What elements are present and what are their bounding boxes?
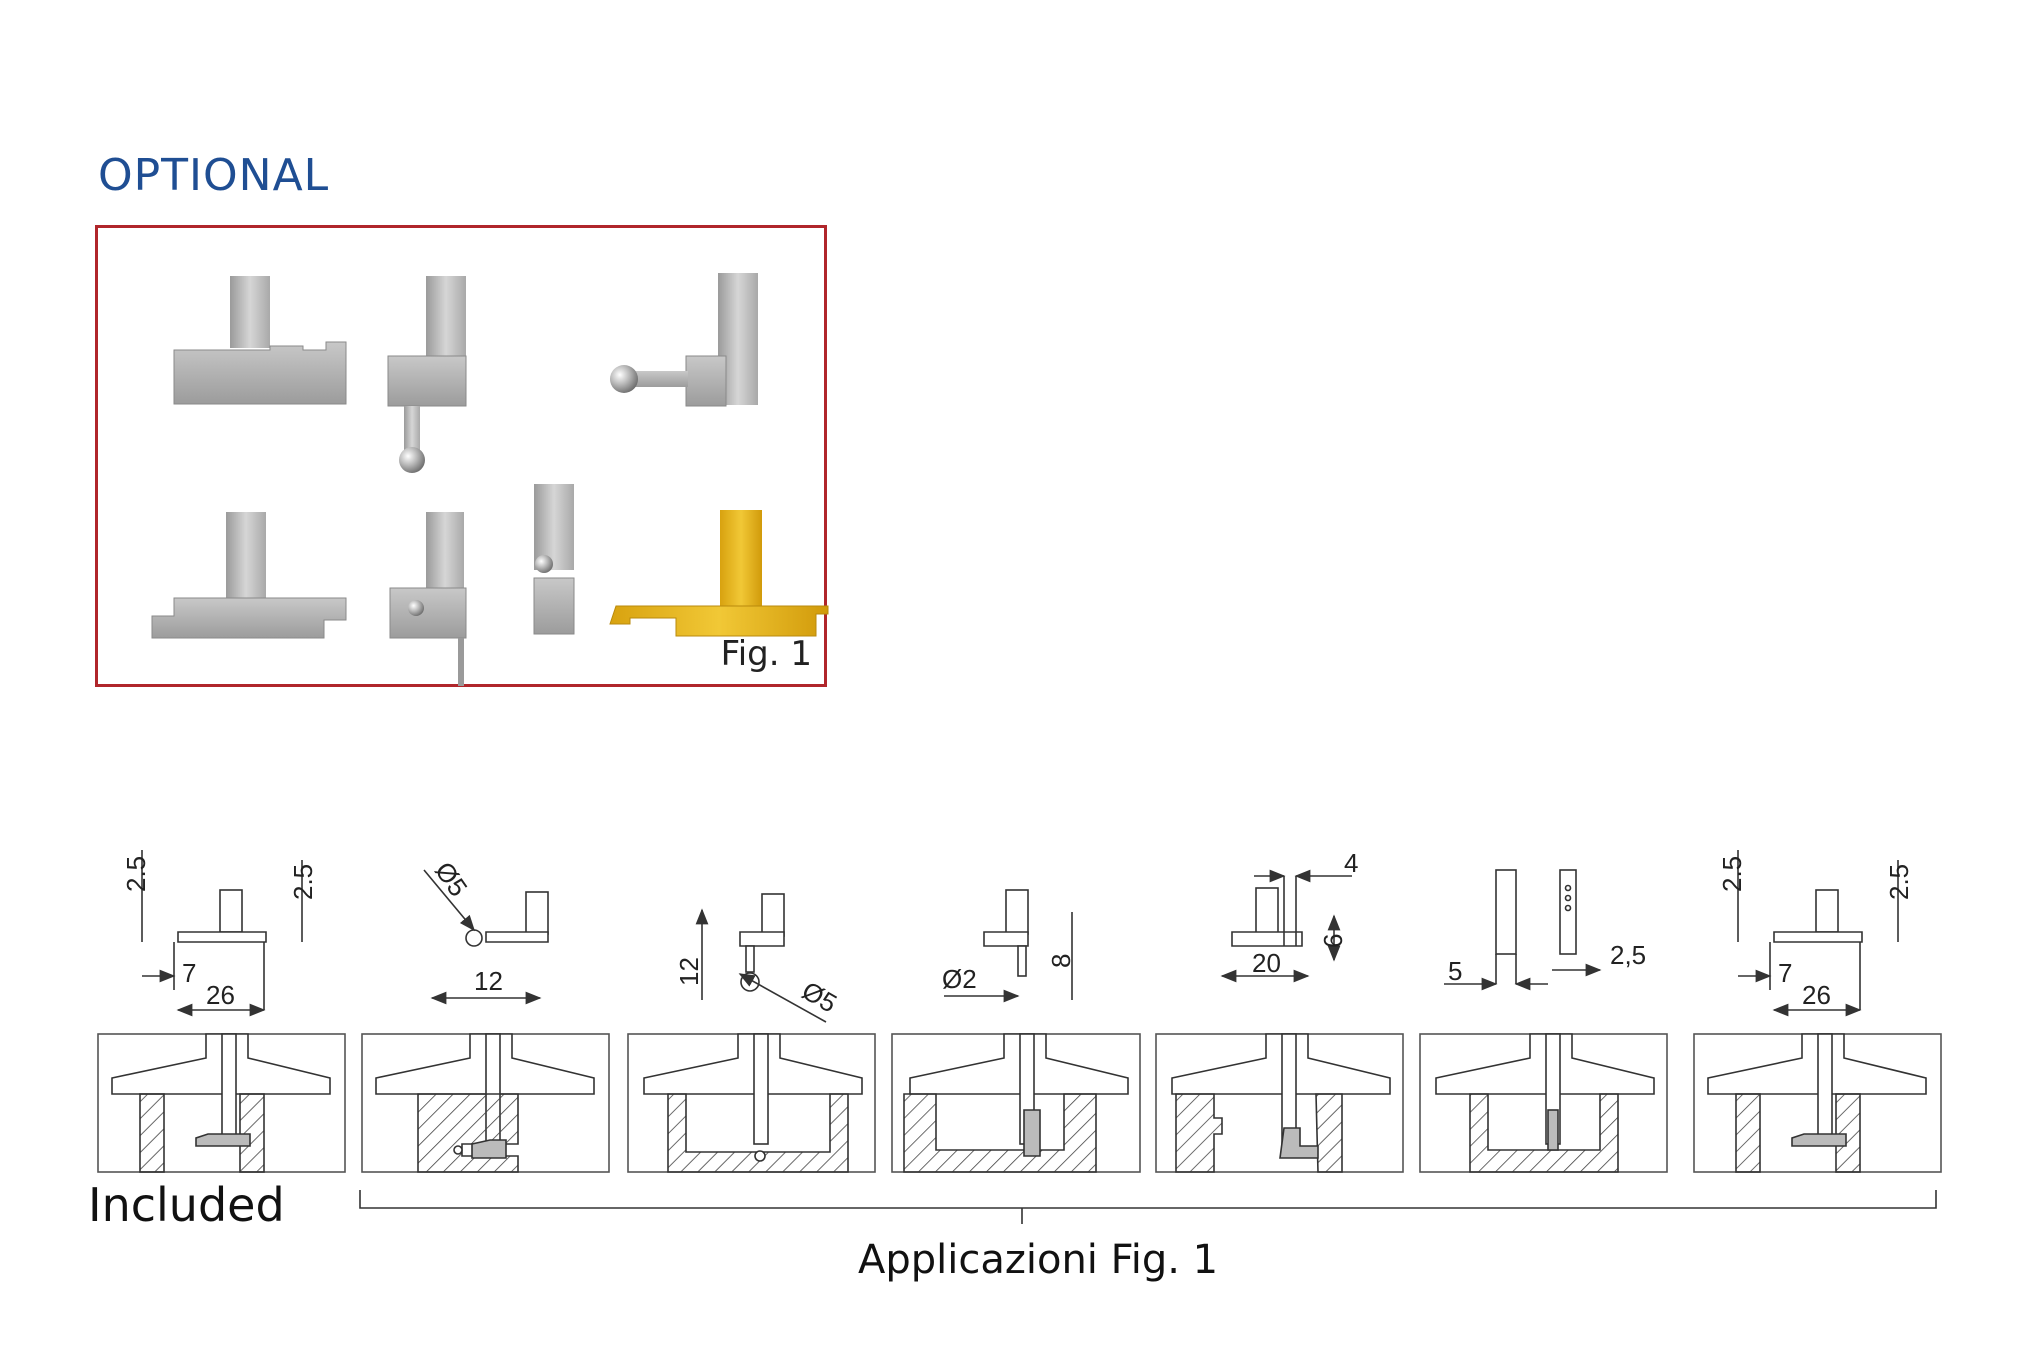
- dim-p7-d: 26: [1802, 980, 1831, 1010]
- dim-p3-a: 12: [674, 957, 704, 986]
- dim-p5-a: 4: [1344, 848, 1358, 878]
- dim-p3-b: Ø5: [797, 975, 842, 1018]
- dim-p1-b: 2.5: [288, 864, 318, 900]
- applications-label: Applicazioni Fig. 1: [858, 1237, 1219, 1283]
- t-probe: [173, 276, 347, 405]
- applications-bracket: [359, 1190, 1937, 1224]
- drawing-panel-5: [1155, 869, 1404, 1173]
- technical-drawings: 2.5 2.5 7 26 Ø5 12 12 Ø5 Ø2 8 4 6 20 5 2…: [97, 848, 1942, 1224]
- drawing-panel-7: [1693, 850, 1942, 1173]
- dim-p1-a: 2.5: [121, 856, 151, 892]
- yellow-stepped-probe: [609, 510, 829, 637]
- optional-accessories-photo: Fig. 1: [95, 225, 829, 687]
- blade-probe: [533, 484, 575, 635]
- dim-p5-c: 20: [1252, 948, 1281, 978]
- drawing-panel-2: [361, 869, 610, 1173]
- dim-p6-b: 2,5: [1610, 940, 1646, 970]
- optional-title: OPTIONAL: [98, 150, 330, 201]
- drawing-panel-3: [627, 893, 876, 1173]
- dim-p6-a: 5: [1448, 956, 1462, 986]
- dim-p2-b: 12: [474, 966, 503, 996]
- drawing-panel-4: [891, 889, 1141, 1173]
- dim-p4-b: 8: [1046, 954, 1076, 968]
- dim-p1-c: 7: [182, 958, 196, 988]
- stepped-probe: [151, 512, 347, 639]
- ball-pin-down-probe: [387, 276, 467, 473]
- rod-probe: [389, 512, 467, 686]
- included-label: Included: [88, 1178, 285, 1232]
- drawing-panel-included: [97, 850, 346, 1173]
- figure-caption: Fig. 1: [720, 634, 812, 674]
- dim-p7-b: 2.5: [1884, 864, 1914, 900]
- drawing-panel-6: [1419, 869, 1668, 1173]
- accessory-probes-illustration: [151, 273, 829, 686]
- dim-p7-c: 7: [1778, 958, 1792, 988]
- dim-p2-a: Ø5: [429, 856, 473, 902]
- dim-p1-d: 26: [206, 980, 235, 1010]
- dim-p7-a: 2.5: [1717, 856, 1747, 892]
- dim-p5-b: 6: [1318, 934, 1348, 948]
- ball-pin-side-probe: [610, 273, 758, 407]
- dim-p4-a: Ø2: [942, 964, 977, 994]
